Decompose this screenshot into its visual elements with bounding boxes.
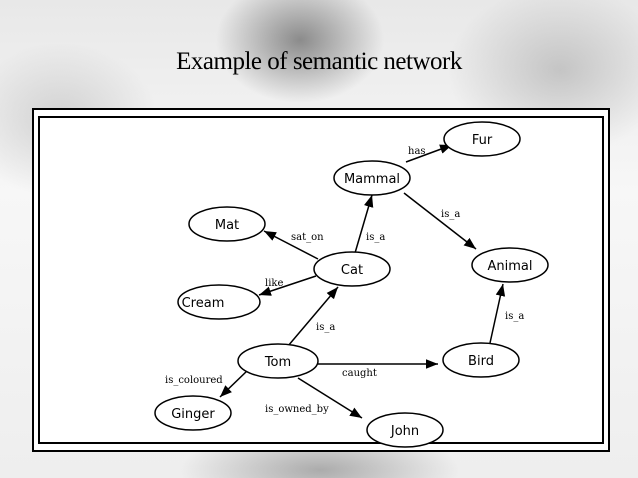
node-cat: Cat [313, 251, 391, 287]
edge-cat-mammal [354, 194, 374, 254]
edge-mammal-fur [405, 144, 453, 163]
node-label-fur: Fur [472, 133, 493, 148]
edge-tom-cat [287, 286, 339, 347]
node-animal: Animal [471, 247, 549, 283]
edge-label-is-coloured: is_coloured [165, 375, 223, 386]
node-john: John [366, 412, 444, 448]
node-label-mammal: Mammal [344, 172, 400, 187]
edge-label-mammal-is-a: is_a [441, 209, 460, 220]
edge-label-caught: caught [342, 368, 377, 379]
node-bird: Bird [442, 342, 520, 378]
node-label-animal: Animal [488, 259, 533, 274]
edge-label-like: like [265, 278, 283, 289]
node-mammal: Mammal [333, 160, 411, 196]
node-label-ginger: Ginger [171, 407, 215, 422]
node-tom: Tom [237, 343, 319, 379]
node-cream: Cream [177, 284, 261, 320]
node-label-bird: Bird [468, 354, 494, 369]
edge-mammal-animal [403, 192, 477, 250]
diagram-inner-frame [38, 116, 604, 444]
slide-title: Example of semantic network [176, 48, 462, 75]
edge-cat-cream [258, 275, 317, 296]
node-ginger: Ginger [154, 395, 232, 431]
node-fur: Fur [443, 121, 521, 157]
edge-label-tom-is-a: is_a [316, 322, 335, 333]
edge-label-bird-is-a: is_a [505, 311, 524, 322]
edge-bird-animal [489, 283, 506, 344]
edge-cat-mat [263, 230, 319, 260]
edge-tom-ginger [219, 369, 249, 398]
node-label-cream: Cream [182, 296, 225, 311]
node-label-john: John [390, 424, 419, 439]
node-label-tom: Tom [264, 355, 291, 370]
edge-label-sat-on: sat_on [291, 232, 324, 243]
node-mat: Mat [188, 206, 266, 242]
nodes: Fur Mammal Mat Cat Animal Cream Tom Bir [154, 121, 549, 448]
edges [219, 144, 506, 419]
edge-label-cat-is-a: is_a [366, 232, 385, 243]
node-label-mat: Mat [215, 218, 239, 233]
edge-label-is-owned-by: is_owned_by [265, 404, 329, 415]
edge-tom-john [297, 377, 363, 419]
edge-labels: has is_a sat_on is_a like is_a is_a caug… [165, 146, 524, 415]
edge-label-has: has [408, 146, 426, 157]
node-label-cat: Cat [341, 263, 363, 278]
